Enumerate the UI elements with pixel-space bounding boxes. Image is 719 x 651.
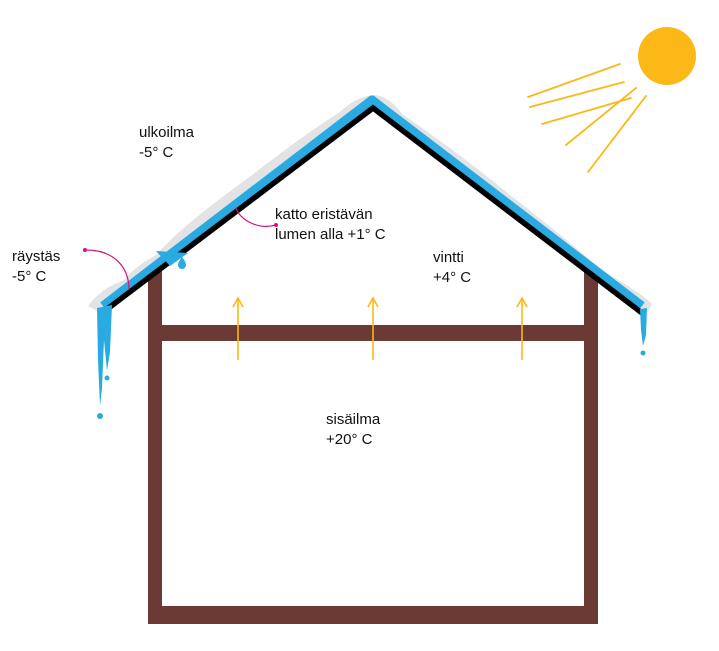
- heat-arrow-icon: [232, 296, 528, 360]
- outdoor-label: ulkoilma -5° C: [139, 123, 194, 163]
- roof-under-snow-label-temp: lumen alla +1° C: [275, 226, 386, 243]
- icicle-icon: [640, 308, 647, 356]
- meltwater-layer: [100, 95, 645, 310]
- eaves-label-temp: -5° C: [12, 268, 47, 285]
- indoor-label-name: sisäilma: [326, 411, 381, 428]
- indoor-label-temp: +20° C: [326, 431, 373, 448]
- attic-label-temp: +4° C: [433, 269, 472, 286]
- eave-ice-icon: [156, 251, 188, 269]
- indoor-label: sisäilma +20° C: [326, 410, 380, 450]
- outdoor-label-name: ulkoilma: [139, 124, 195, 141]
- eaves-label-name: räystäs: [12, 248, 61, 265]
- roof-under-snow-label: katto eristävän lumen alla +1° C: [275, 205, 386, 245]
- pointer-arrow: [85, 207, 277, 291]
- attic-label: vintti +4° C: [433, 248, 471, 288]
- outdoor-label-temp: -5° C: [139, 144, 174, 161]
- pointer-arrowheads: [83, 223, 278, 252]
- roof: [100, 104, 644, 316]
- icicle-icon: [97, 305, 112, 419]
- sun-icon: [527, 27, 696, 173]
- roof-under-snow-label-name: katto eristävän: [275, 206, 373, 223]
- attic-label-name: vintti: [433, 249, 464, 266]
- eaves-label: räystäs -5° C: [12, 247, 60, 287]
